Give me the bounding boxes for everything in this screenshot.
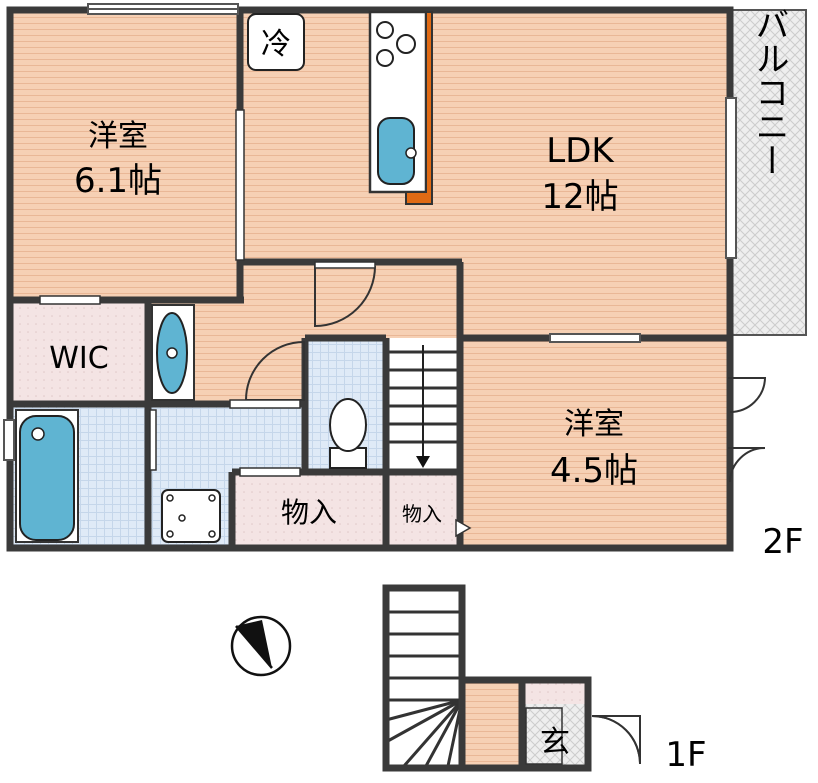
- storage-small-label: 物入: [402, 502, 442, 526]
- western-b-name: 洋室: [564, 407, 624, 442]
- wic-label: WIC: [49, 341, 108, 376]
- washing-machine-dots: [166, 494, 216, 538]
- sliding-door-marks: [39, 109, 301, 477]
- western-a-size: 6.1帖: [74, 161, 162, 201]
- floor-1f: 玄 1F: [382, 584, 707, 775]
- door-western-b-upper: [728, 377, 767, 413]
- hall-1f-floor: [462, 680, 522, 766]
- floor-1f-label: 1F: [665, 735, 706, 775]
- refrigerator: [247, 13, 305, 71]
- western-room-b: [460, 338, 730, 546]
- ldk-size: 12帖: [541, 177, 618, 217]
- floor-2f: 冷 洋室 6.1帖 LDK 12帖 洋室 4.5帖 WIC 物入: [3, 3, 807, 562]
- sink-drain: [405, 147, 417, 159]
- bathtub-drain: [31, 427, 45, 441]
- compass: [230, 615, 292, 677]
- door-western-b-lower: [728, 447, 766, 483]
- storage-large-label: 物入: [281, 496, 337, 529]
- entrance-label: 玄: [540, 725, 570, 760]
- closet-vent-mark: [455, 518, 472, 538]
- washing-machine-pan: [161, 489, 221, 543]
- balcony: [731, 9, 807, 336]
- washbasin-drain: [166, 347, 178, 359]
- washroom-floor: [150, 406, 305, 471]
- door-entrance-arc: [591, 715, 641, 765]
- balcony-label: バルコニー: [749, 7, 789, 177]
- walk-in-closet: [10, 302, 148, 402]
- western-b-size: 4.5帖: [550, 451, 638, 491]
- kitchen-backsplash: [405, 11, 433, 205]
- entrance-shoe-box: [525, 707, 563, 765]
- ldk-name: LDK: [546, 131, 615, 171]
- stair-direction-arrow: [416, 456, 430, 468]
- stove-burners: [376, 21, 416, 67]
- door-hall-ldk: [314, 262, 376, 328]
- toilet-bowl: [329, 398, 367, 452]
- refrigerator-label: 冷: [261, 27, 291, 62]
- compass-axis: [235, 625, 273, 669]
- bathtub-basin: [19, 415, 75, 541]
- western-room-a: [10, 10, 240, 298]
- walls-1f: [382, 584, 592, 772]
- floor-2f-label: 2F: [762, 522, 803, 562]
- western-a-name: 洋室: [88, 119, 148, 154]
- door-toilet: [244, 340, 305, 401]
- entrance-step: [522, 680, 588, 704]
- door-hall-ldk-leaf: [314, 261, 376, 269]
- storage-large-floor: [235, 474, 383, 546]
- entrance-floor: [522, 704, 588, 766]
- storage-small-floor: [386, 474, 458, 546]
- stair-treads-1f: [385, 610, 464, 767]
- windows-2f: [3, 3, 737, 461]
